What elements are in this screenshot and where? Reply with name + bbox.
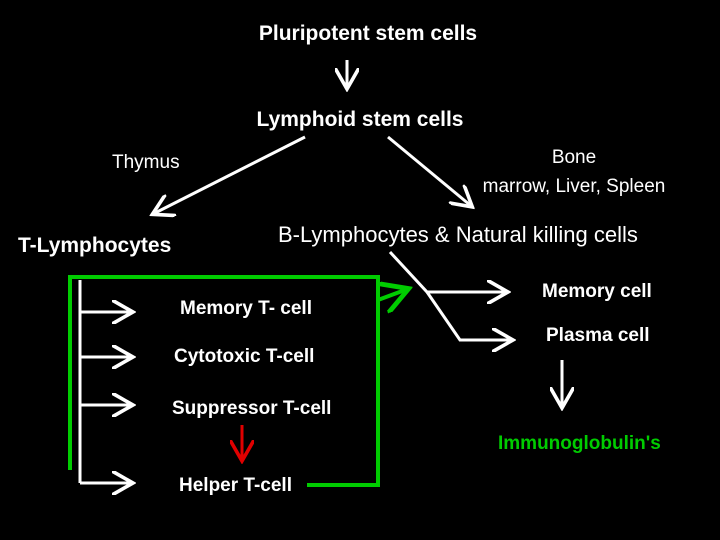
- node-helper-t-cell: Helper T-cell: [179, 475, 292, 496]
- node-lymphoid-stem-cells: Lymphoid stem cells: [256, 108, 464, 131]
- node-memory-t-cell: Memory T- cell: [180, 298, 312, 319]
- node-bone-marrow-line2: marrow, Liver, Spleen: [482, 176, 666, 197]
- green-path-t-bracket-top: [68, 275, 380, 470]
- node-memory-cell: Memory cell: [542, 281, 652, 302]
- arrow-b-to-plasma-cell: [425, 291, 510, 340]
- node-b-lymphocytes: B-Lymphocytes & Natural killing cells: [278, 222, 638, 247]
- node-cytotoxic-t-cell: Cytotoxic T-cell: [174, 346, 315, 367]
- arrow-lymphoid-to-thymus: [155, 135, 306, 213]
- node-immunoglobulins: Immunoglobulin's: [498, 433, 661, 454]
- node-suppressor-t-cell: Suppressor T-cell: [172, 398, 332, 419]
- green-path-helper-to-b-lymphocytes: [307, 290, 405, 487]
- node-bone-marrow-line1: Bone: [551, 147, 597, 168]
- node-pluripotent-stem-cells: Pluripotent stem cells: [258, 22, 478, 45]
- node-t-lymphocytes: T-Lymphocytes: [18, 234, 172, 257]
- node-thymus: Thymus: [112, 152, 180, 173]
- node-plasma-cell: Plasma cell: [546, 325, 650, 346]
- arrow-lymphoid-to-bone-marrow: [387, 135, 470, 205]
- arrow-b-to-memory-cell: [388, 250, 505, 292]
